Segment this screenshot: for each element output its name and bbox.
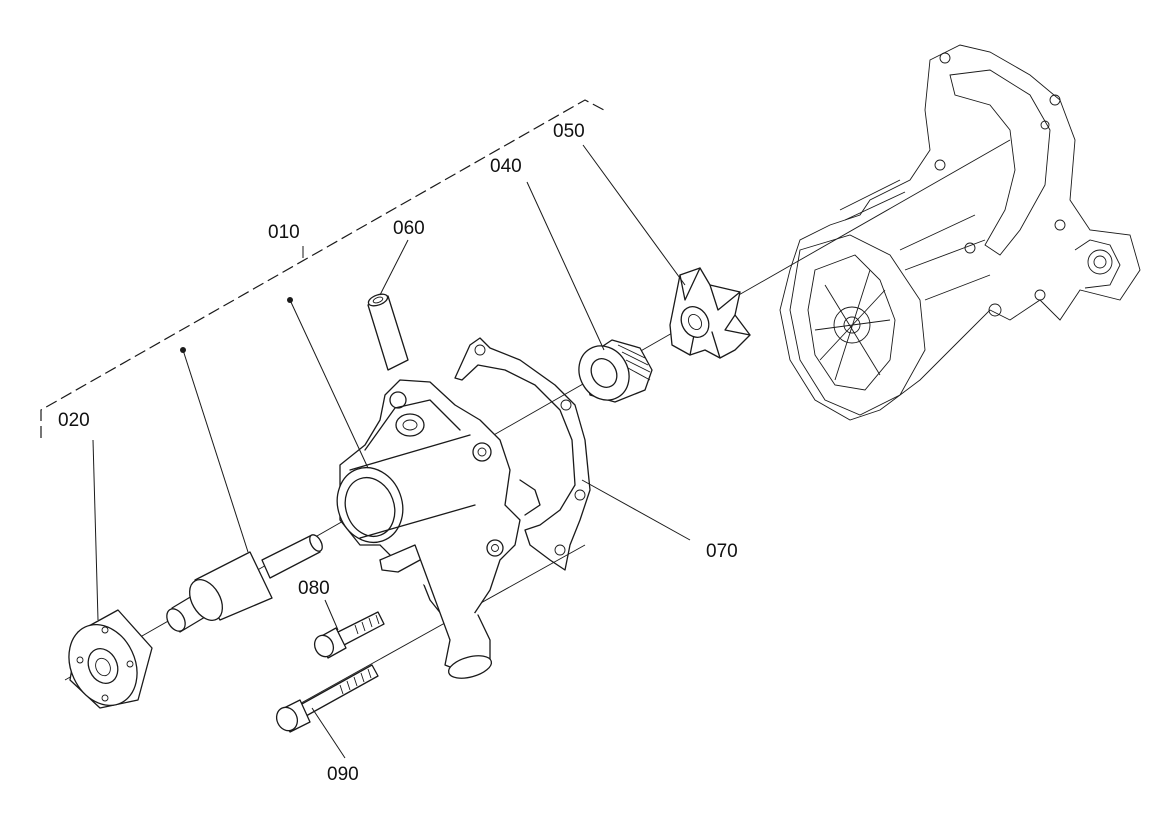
leader-080 [324, 599, 339, 631]
leader-050 [582, 144, 686, 286]
leader-010-b [182, 349, 249, 553]
seal-040 [578, 339, 653, 403]
pulley-flange-020 [68, 609, 153, 709]
label-010: 010 [268, 222, 300, 243]
center-axis-lines [64, 139, 1011, 713]
bolt-080 [313, 611, 385, 659]
label-060: 060 [393, 218, 425, 239]
label-020: 020 [58, 410, 90, 431]
label-070: 070 [706, 541, 738, 562]
gasket-070 [454, 337, 591, 571]
impeller-050 [669, 267, 751, 359]
label-040: 040 [490, 156, 522, 177]
bolt-090 [275, 664, 379, 733]
shaft-bearing [166, 534, 323, 633]
label-080: 080 [298, 578, 330, 599]
leader-060 [379, 239, 409, 296]
leader-090 [311, 707, 346, 759]
leader-040 [526, 181, 605, 351]
pipe-060 [367, 293, 409, 371]
water-pump-body-010 [336, 379, 541, 679]
leader-010-a [289, 299, 369, 469]
leader-lines [92, 144, 691, 759]
marker-dot-1 [287, 297, 293, 303]
engine-block-housing [779, 44, 1141, 421]
label-050: 050 [553, 121, 585, 142]
part-labels: 010 020 040 050 060 070 080 090 [58, 121, 738, 785]
leader-070 [581, 479, 691, 541]
marker-dot-2 [180, 347, 186, 353]
assembly-bracket-010 [40, 99, 605, 438]
label-090: 090 [327, 764, 359, 785]
leader-020 [92, 439, 99, 621]
